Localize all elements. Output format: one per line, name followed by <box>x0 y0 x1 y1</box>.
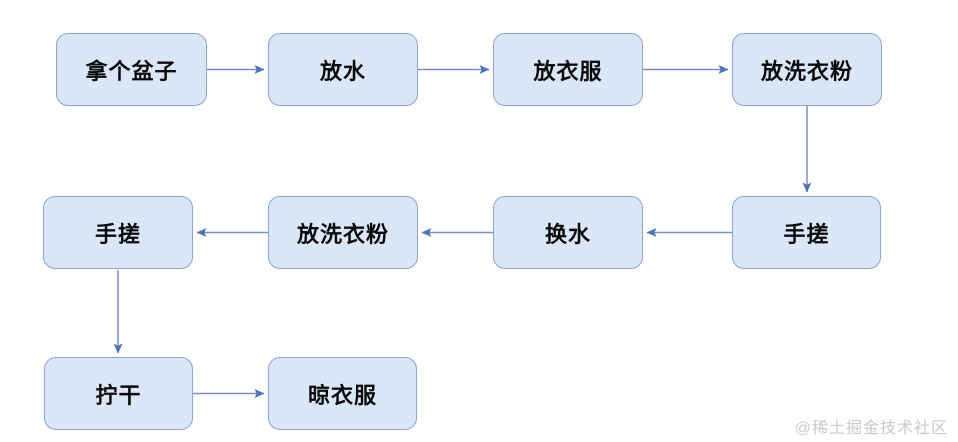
flow-node-add-detergent-1: 放洗衣粉 <box>732 33 882 106</box>
node-label: 放洗衣粉 <box>760 58 853 84</box>
node-label: 拿个盆子 <box>85 58 178 84</box>
node-label: 手搓 <box>94 221 141 247</box>
flow-node-hang-clothes: 晾衣服 <box>268 357 417 430</box>
flow-node-hand-scrub-2: 手搓 <box>43 196 193 269</box>
flow-node-add-detergent-2: 放洗衣粉 <box>268 196 418 269</box>
flow-node-add-clothes: 放衣服 <box>493 33 643 106</box>
flow-node-wring-dry: 拧干 <box>44 357 193 430</box>
flow-node-get-basin: 拿个盆子 <box>56 33 207 106</box>
node-label: 手搓 <box>783 221 830 247</box>
node-label: 放衣服 <box>533 58 603 84</box>
flow-node-change-water: 换水 <box>493 196 643 269</box>
node-label: 换水 <box>544 221 591 247</box>
node-label: 放洗衣粉 <box>296 221 389 247</box>
node-label: 晾衣服 <box>307 382 377 408</box>
flow-node-add-water: 放水 <box>268 33 418 106</box>
node-label: 拧干 <box>95 382 142 408</box>
node-label: 放水 <box>319 58 366 84</box>
watermark: @稀土掘金技术社区 <box>794 420 948 437</box>
flow-node-hand-scrub-1: 手搓 <box>732 196 881 269</box>
